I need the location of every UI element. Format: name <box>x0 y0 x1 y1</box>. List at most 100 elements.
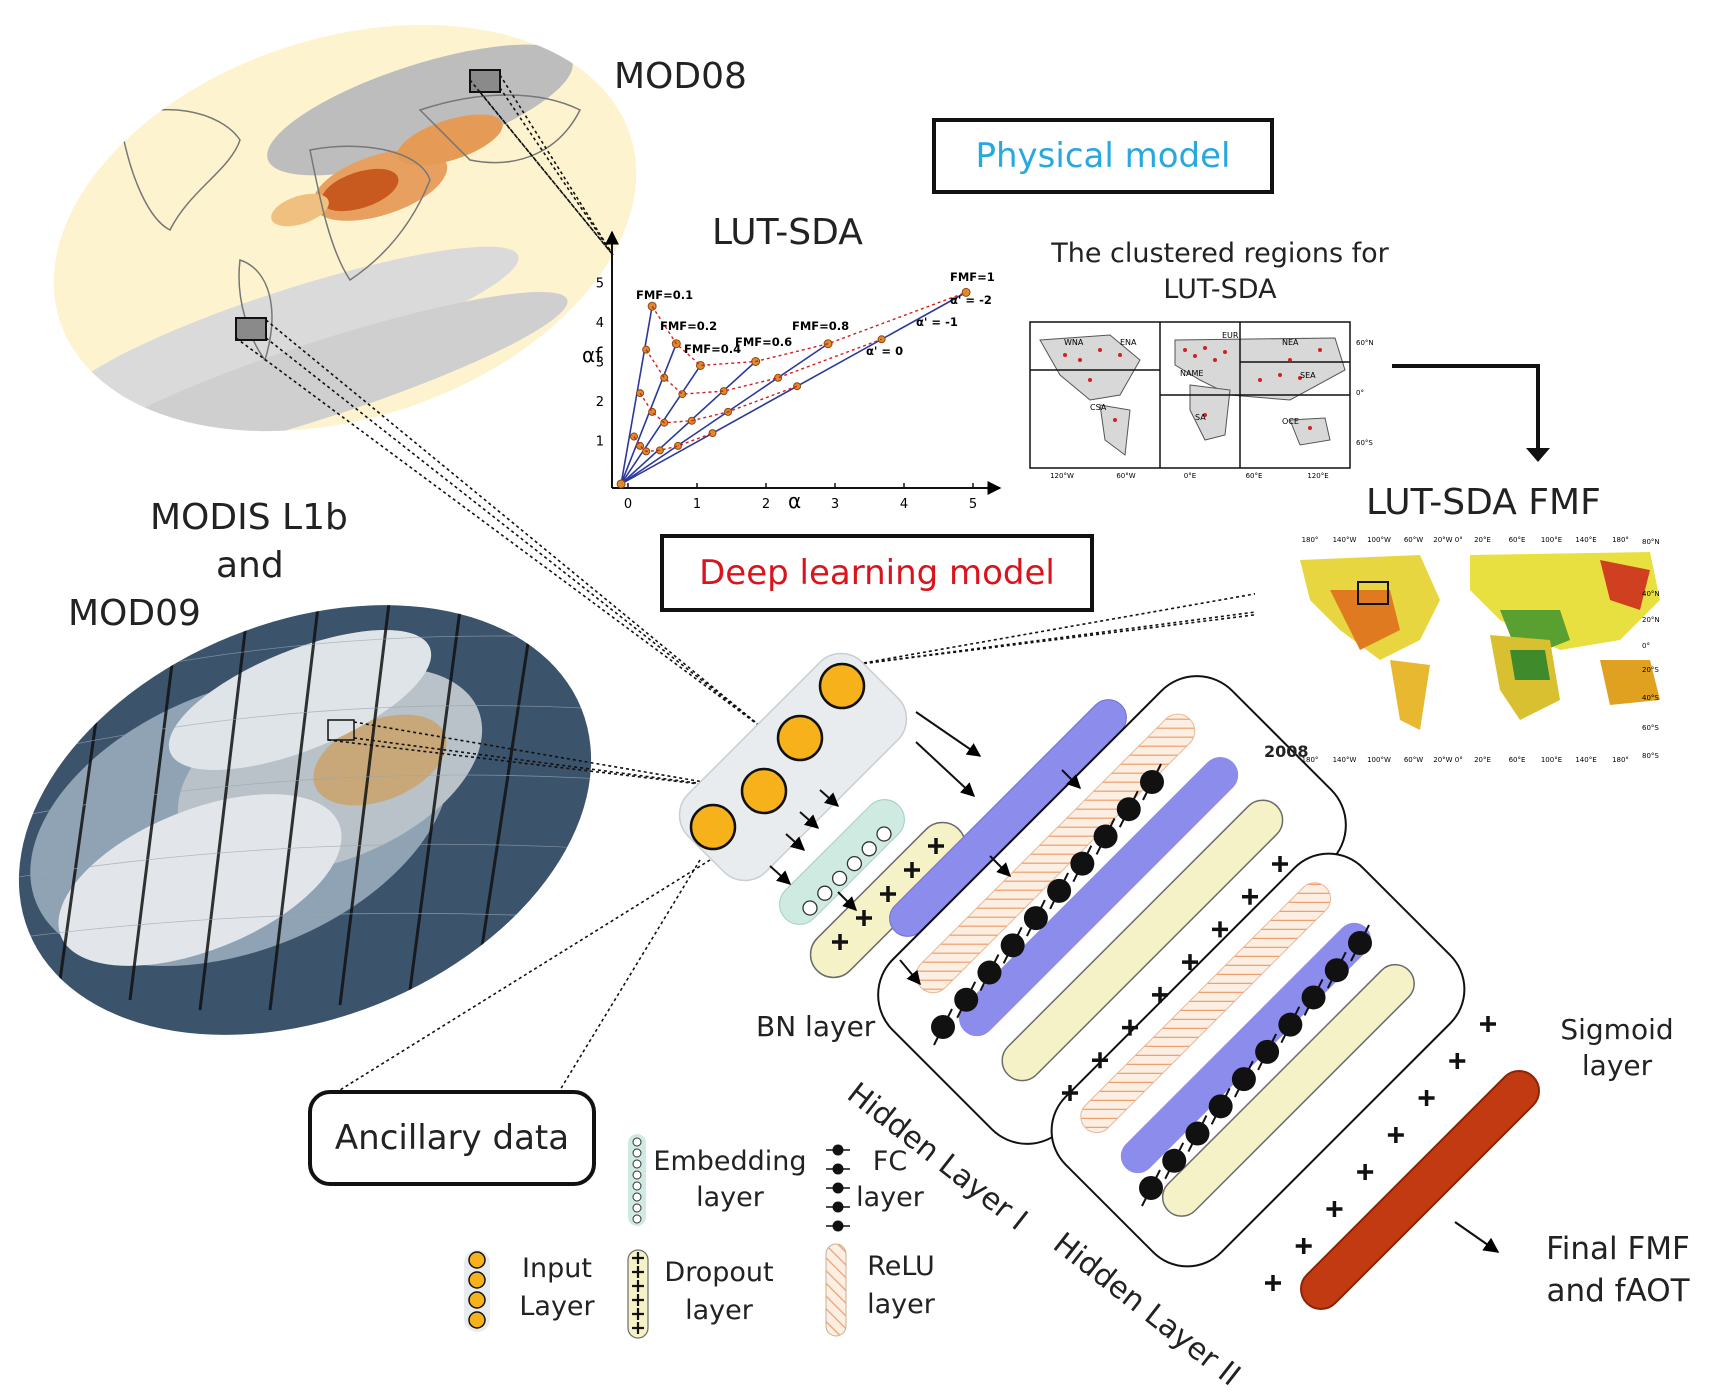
dropout-plus-mark <box>1092 1052 1108 1069</box>
sigmoid-label: Sigmoid layer <box>1552 1012 1682 1084</box>
fc-node <box>977 960 1002 985</box>
fc-node <box>1140 770 1164 794</box>
legend-dropout-line2: layer <box>685 1295 753 1326</box>
dropout-plus-mark <box>1242 888 1258 905</box>
legend-embedding-line1: Embedding <box>653 1146 807 1177</box>
fc-node <box>1093 824 1118 849</box>
fmf-lon-tick-top: 140°W <box>1333 536 1357 544</box>
dropout-plus-mark <box>1480 1016 1496 1032</box>
dropout-plus-mark <box>1418 1090 1435 1106</box>
legend-embedding-icon <box>628 1134 646 1226</box>
fmf-lon-tick-bottom: 180° <box>1302 756 1319 764</box>
dropout-plus-mark <box>1326 1201 1343 1217</box>
fmf-lon-tick-top: 140°E <box>1575 536 1596 544</box>
dropout-plus-mark <box>1272 856 1288 872</box>
lut-sda-fmf-map <box>1255 538 1682 758</box>
dropout-plus-mark <box>1387 1127 1404 1143</box>
fmf-lon-tick-top: 180° <box>1302 536 1319 544</box>
legend-embedding-node <box>632 1181 642 1191</box>
legend-input-node <box>468 1311 486 1329</box>
fmf-lat-tick: 40°S <box>1642 694 1659 702</box>
fc-node <box>1162 1148 1187 1173</box>
ancillary-data-box: Ancillary data <box>308 1090 596 1186</box>
flow-arrow <box>837 891 857 911</box>
bn-layer-1 <box>958 756 1239 1037</box>
flow-arrow <box>1061 769 1081 789</box>
lut-y-tick: 1 <box>596 435 604 450</box>
fmf-lon-tick-bottom: 180° <box>1612 756 1629 764</box>
fmf-lon-tick-top: 20°E <box>1474 536 1491 544</box>
lut-y-tick: 2 <box>596 395 604 410</box>
legend-dropout-line1: Dropout <box>664 1257 774 1288</box>
fmf-lon-tick-bottom: 20°W 0° <box>1433 756 1463 764</box>
fmf-lat-tick: 40°N <box>1642 590 1660 598</box>
legend-input-line2: Layer <box>519 1291 595 1322</box>
fmf-lat-tick: 20°S <box>1642 666 1659 674</box>
lut-fmf-label: FMF=0.8 <box>792 319 849 333</box>
lut-point <box>823 339 833 349</box>
fmf-lon-tick-bottom: 100°E <box>1541 756 1562 764</box>
dropout-plus-mark <box>1062 1085 1078 1101</box>
cluster-lon-tick: 120°W <box>1050 472 1074 480</box>
lut-fmf-label: FMF=0.4 <box>684 342 741 356</box>
fc-node <box>931 1015 955 1039</box>
mod08-globe <box>53 24 637 469</box>
legend-fc-line1: FC <box>872 1146 908 1177</box>
cluster-region-label: WNA <box>1064 338 1084 347</box>
lut-x-tick: 5 <box>969 497 977 512</box>
mod08-label: MOD08 <box>614 56 747 97</box>
physical-model-box: Physical model <box>932 118 1274 194</box>
embedding-node <box>802 900 818 916</box>
lut-y-tick: 5 <box>596 277 604 292</box>
lut-point <box>719 387 728 396</box>
cluster-lon-tick: 60°E <box>1246 472 1263 480</box>
legend-input-node <box>468 1251 486 1269</box>
lut-fmf-label: FMF=0.1 <box>636 288 693 302</box>
dropout-plus-mark <box>856 910 872 926</box>
fmf-lon-tick-top: 100°E <box>1541 536 1562 544</box>
lut-point <box>708 429 717 438</box>
fmf-lon-tick-top: 20°W 0° <box>1433 536 1463 544</box>
flow-arrow <box>819 789 840 807</box>
fmf-lat-tick: 80°S <box>1642 752 1659 760</box>
dropout-plus-mark <box>1357 1164 1374 1180</box>
modis-label: MODIS L1b and MOD09 <box>68 494 388 638</box>
fmf-lon-tick-top: 60°E <box>1509 536 1526 544</box>
legend-fc-line2: layer <box>856 1182 924 1213</box>
fc-node <box>1116 797 1141 822</box>
dropout-plus-mark <box>1182 954 1198 971</box>
flow-arrow <box>799 811 820 829</box>
dropout-plus-mark <box>880 886 896 902</box>
lut-x-tick: 3 <box>831 497 839 512</box>
embedding-node <box>846 855 863 872</box>
cluster-region-label: EUR <box>1222 331 1239 340</box>
fmf-lon-tick-top: 180° <box>1612 536 1629 544</box>
lut-alpha-prime-label: α' = -2 <box>950 293 992 307</box>
flow-arrow <box>899 959 921 986</box>
legend-relu-icon <box>825 1243 847 1337</box>
lut-alpha-prime-curve <box>633 432 713 453</box>
relu-layer-1 <box>915 713 1196 994</box>
flow-arrow <box>1392 364 1540 455</box>
dropout-layer-2 <box>1161 963 1415 1217</box>
legend-dropout-mark <box>632 1280 644 1292</box>
input-node <box>776 714 824 762</box>
sigmoid-layer <box>1300 1070 1540 1310</box>
legend-dropout-mark <box>632 1252 644 1264</box>
lut-y-tick: 3 <box>596 356 604 371</box>
dropout-plus-mark <box>1295 1238 1312 1254</box>
lut-point <box>774 373 783 382</box>
legend-embedding-node <box>632 1159 642 1169</box>
dropout-plus-mark <box>1212 921 1228 938</box>
flow-arrow <box>769 865 792 885</box>
fmf-lon-tick-bottom: 140°E <box>1575 756 1596 764</box>
legend-input-node <box>468 1291 486 1309</box>
cluster-region-label: NEA <box>1282 338 1299 347</box>
legend-embedding-node <box>632 1170 642 1180</box>
legend-input-label: Input Layer <box>512 1250 602 1326</box>
relu-layer-2 <box>1080 882 1332 1134</box>
fmf-lat-tick: 0° <box>1642 642 1650 650</box>
lut-x-tick: 4 <box>900 497 908 512</box>
flow-arrow <box>989 855 1011 877</box>
